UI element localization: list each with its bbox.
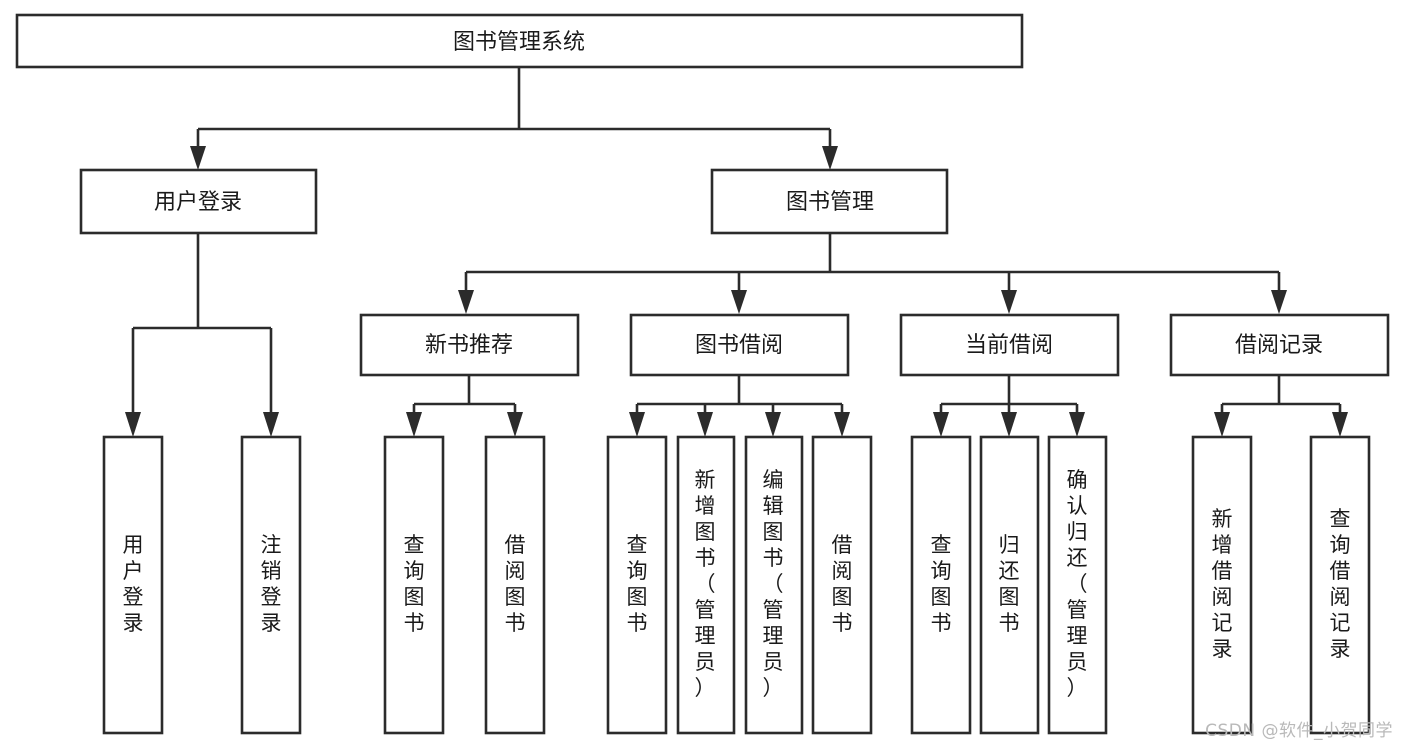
arrow-head-current-borrow-leaf-2 bbox=[1069, 412, 1085, 437]
node-new-book-recommend-label: 新书推荐 bbox=[425, 333, 513, 358]
node-leaf-new-book-0-label: 查询图书 bbox=[404, 533, 425, 635]
node-current-borrow-label: 当前借阅 bbox=[965, 333, 1053, 358]
node-leaf-book-borrow-1[interactable]: 新增图书（管理员） bbox=[676, 435, 736, 735]
node-leaf-book-borrow-1-label: 新增图书（管理员） bbox=[695, 468, 716, 700]
node-leaf-current-borrow-0-label: 查询图书 bbox=[931, 533, 952, 635]
arrow-head-new-book-recommend bbox=[458, 290, 474, 314]
node-leaf-book-borrow-3-label: 借阅图书 bbox=[832, 533, 853, 635]
node-leaf-user-login-0-label: 用户登录 bbox=[123, 533, 144, 635]
arrow-head-book-borrow-leaf-3 bbox=[834, 412, 850, 437]
node-leaf-current-borrow-1-label: 归还图书 bbox=[999, 533, 1020, 635]
node-book-borrow-box[interactable] bbox=[629, 313, 850, 377]
arrow-head-book-borrow-leaf-2 bbox=[765, 412, 781, 437]
node-borrow-record[interactable]: 借阅记录 bbox=[1169, 313, 1390, 377]
node-leaf-current-borrow-2-box[interactable] bbox=[1047, 435, 1108, 735]
connector-group-root bbox=[190, 67, 838, 170]
arrow-head-current-borrow-leaf-0 bbox=[933, 412, 949, 437]
arrow-head-new-book-leaf-0 bbox=[406, 412, 422, 437]
node-leaf-user-login-1-box[interactable] bbox=[240, 435, 302, 735]
arrow-head-current-borrow-leaf-1 bbox=[1001, 412, 1017, 437]
node-leaf-borrow-record-0-box[interactable] bbox=[1191, 435, 1253, 735]
node-leaf-new-book-1-box[interactable] bbox=[484, 435, 546, 735]
node-book-management-box[interactable] bbox=[710, 168, 949, 235]
connector-group-new-book-recommend bbox=[406, 375, 523, 437]
arrow-head-user-login-leaf-1 bbox=[263, 412, 279, 437]
node-book-borrow[interactable]: 图书借阅 bbox=[629, 313, 850, 377]
node-borrow-record-label: 借阅记录 bbox=[1235, 333, 1323, 358]
node-leaf-borrow-record-1-box[interactable] bbox=[1309, 435, 1371, 735]
connector-group-user-login bbox=[125, 233, 279, 437]
node-leaf-current-borrow-0-box[interactable] bbox=[910, 435, 972, 735]
node-root-box[interactable] bbox=[15, 13, 1024, 69]
arrow-head-user-login bbox=[190, 146, 206, 170]
node-leaf-new-book-1[interactable]: 借阅图书 bbox=[484, 435, 546, 735]
node-leaf-borrow-record-1[interactable]: 查询借阅记录 bbox=[1309, 435, 1371, 735]
node-leaf-book-borrow-0[interactable]: 查询图书 bbox=[606, 435, 668, 735]
node-new-book-recommend-box[interactable] bbox=[359, 313, 580, 377]
arrow-head-book-borrow-leaf-0 bbox=[629, 412, 645, 437]
arrow-head-new-book-leaf-1 bbox=[507, 412, 523, 437]
arrow-head-borrow-record-leaf-0 bbox=[1214, 412, 1230, 437]
node-leaf-current-borrow-0[interactable]: 查询图书 bbox=[910, 435, 972, 735]
node-borrow-record-box[interactable] bbox=[1169, 313, 1390, 377]
node-leaf-book-borrow-2-box[interactable] bbox=[744, 435, 804, 735]
node-book-management[interactable]: 图书管理 bbox=[710, 168, 949, 235]
node-leaf-book-borrow-2-label: 编辑图书（管理员） bbox=[763, 468, 784, 700]
node-user-login-box[interactable] bbox=[79, 168, 318, 235]
arrow-head-book-borrow bbox=[731, 290, 747, 314]
arrow-head-current-borrow bbox=[1001, 290, 1017, 314]
node-leaf-user-login-0-box[interactable] bbox=[102, 435, 164, 735]
node-new-book-recommend[interactable]: 新书推荐 bbox=[359, 313, 580, 377]
connector-group-book-mgmt bbox=[458, 233, 1287, 314]
node-leaf-current-borrow-2-label: 确认归还（管理员） bbox=[1067, 468, 1088, 700]
node-user-login[interactable]: 用户登录 bbox=[79, 168, 318, 235]
node-leaf-current-borrow-2[interactable]: 确认归还（管理员） bbox=[1047, 435, 1108, 735]
node-leaf-current-borrow-1-box[interactable] bbox=[979, 435, 1040, 735]
arrow-head-borrow-record bbox=[1271, 290, 1287, 314]
node-leaf-new-book-0[interactable]: 查询图书 bbox=[383, 435, 445, 735]
node-leaf-borrow-record-0-label: 新增借阅记录 bbox=[1212, 507, 1233, 661]
arrow-head-borrow-record-leaf-1 bbox=[1332, 412, 1348, 437]
node-book-borrow-label: 图书借阅 bbox=[695, 333, 783, 358]
node-leaf-new-book-1-label: 借阅图书 bbox=[505, 533, 526, 635]
node-leaf-borrow-record-0[interactable]: 新增借阅记录 bbox=[1191, 435, 1253, 735]
arrow-head-book-mgmt bbox=[822, 146, 838, 170]
node-leaf-book-borrow-0-label: 查询图书 bbox=[627, 533, 648, 635]
node-leaf-borrow-record-1-label: 查询借阅记录 bbox=[1330, 507, 1351, 661]
node-leaf-current-borrow-1[interactable]: 归还图书 bbox=[979, 435, 1040, 735]
node-book-management-label: 图书管理 bbox=[786, 190, 874, 215]
node-root-label: 图书管理系统 bbox=[453, 30, 585, 55]
node-leaf-new-book-0-box[interactable] bbox=[383, 435, 445, 735]
node-leaf-book-borrow-2[interactable]: 编辑图书（管理员） bbox=[744, 435, 804, 735]
node-current-borrow[interactable]: 当前借阅 bbox=[899, 313, 1120, 377]
node-leaf-book-borrow-1-box[interactable] bbox=[676, 435, 736, 735]
node-leaf-book-borrow-3[interactable]: 借阅图书 bbox=[811, 435, 873, 735]
node-leaf-book-borrow-3-box[interactable] bbox=[811, 435, 873, 735]
node-leaf-user-login-1[interactable]: 注销登录 bbox=[240, 435, 302, 735]
node-leaf-book-borrow-0-box[interactable] bbox=[606, 435, 668, 735]
node-leaf-user-login-1-label: 注销登录 bbox=[261, 533, 282, 635]
arrow-head-user-login-leaf-0 bbox=[125, 412, 141, 437]
node-root-book-management-system[interactable]: 图书管理系统 bbox=[15, 13, 1024, 69]
csdn-watermark: CSDN @软件_小贺同学 bbox=[1205, 721, 1393, 741]
node-current-borrow-box[interactable] bbox=[899, 313, 1120, 377]
connector-group-borrow-record bbox=[1214, 375, 1348, 437]
connector-group-current-borrow bbox=[933, 375, 1085, 437]
connector-group-book-borrow bbox=[629, 375, 850, 437]
node-leaf-user-login-0[interactable]: 用户登录 bbox=[102, 435, 164, 735]
arrow-head-book-borrow-leaf-1 bbox=[697, 412, 713, 437]
node-user-login-label: 用户登录 bbox=[154, 190, 242, 215]
